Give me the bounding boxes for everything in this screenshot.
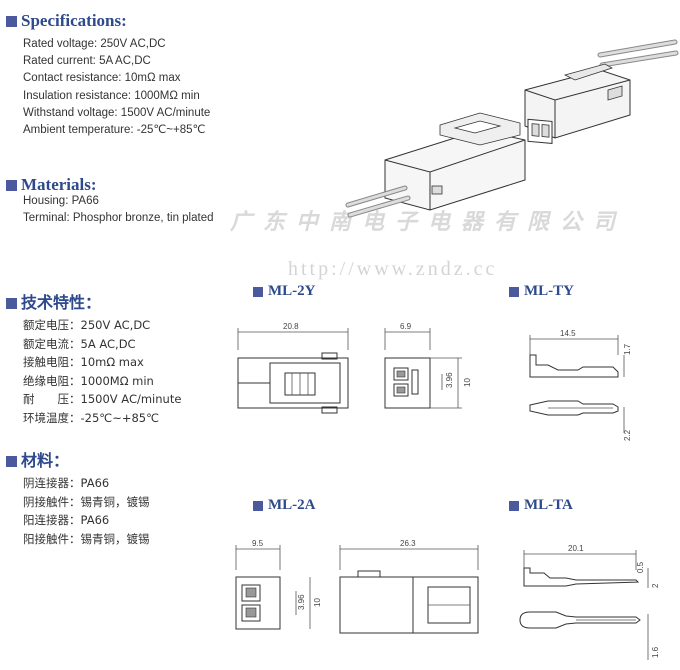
bullet-square-icon — [6, 15, 17, 27]
cn-material-item: 阳连接器：PA66 — [23, 513, 110, 527]
cn-material-item: 阴接触件：锡青铜，镀锡 — [23, 494, 150, 509]
model-mlty-name: ML-TY — [524, 283, 574, 299]
model-ml2a-name: ML-2A — [268, 497, 316, 513]
ml2a-pitch-dim: 3.96 — [297, 594, 306, 610]
cn-spec-item: 环境温度：-25℃~+85℃ — [23, 410, 160, 425]
specifications-list: Rated voltage: 250V AC,DC Rated current:… — [23, 36, 210, 139]
model-mlta-name: ML-TA — [524, 497, 573, 513]
cn-specifications-list: 额定电压：250V AC,DC 额定电流：5A AC,DC 接触电阻：10mΩ … — [23, 316, 181, 427]
connector-3d-illustration — [345, 39, 679, 218]
bullet-square-icon — [253, 500, 263, 511]
model-label-mlta: ML-TA — [509, 497, 573, 514]
materials-heading: Materials: — [6, 175, 97, 195]
cn-spec-item: 耐 压：1500V AC/minute — [23, 392, 182, 406]
cn-specifications-title: 技术特性： — [21, 293, 102, 312]
mlty-width-dim: 2.2 — [623, 429, 632, 441]
cn-spec-item: 额定电压：250V AC,DC — [23, 318, 151, 332]
bullet-square-icon — [509, 286, 519, 297]
cn-material-item: 阴连接器：PA66 — [23, 476, 110, 490]
spec-item: Rated voltage: 250V AC,DC — [23, 38, 166, 50]
ml2a-width-dim: 9.5 — [252, 539, 264, 548]
mlta-length-dim: 20.1 — [568, 544, 584, 553]
ml2y-pitch-dim: 3.96 — [445, 372, 454, 388]
spec-item: Insulation resistance: 1000MΩ min — [23, 89, 200, 102]
bullet-square-icon — [6, 455, 17, 467]
model-label-ml2y: ML-2Y — [253, 283, 316, 300]
cn-materials-list: 阴连接器：PA66 阴接触件：锡青铜，镀锡 阳连接器：PA66 阳接触件：锡青铜… — [23, 474, 150, 548]
model-label-mlty: ML-TY — [509, 283, 574, 300]
ml2y-width-dim: 6.9 — [400, 322, 412, 331]
mlta-thickness-dim: 0.5 — [636, 561, 645, 573]
bullet-square-icon — [6, 297, 17, 309]
mlty-height-dim: 1.7 — [623, 343, 632, 355]
mlty-length-dim: 14.5 — [560, 329, 576, 338]
mlta-width-dim: 2 — [651, 583, 660, 588]
ml2y-length-dim: 20.8 — [283, 322, 299, 331]
specifications-heading: Specifications: — [6, 11, 127, 31]
ml2y-height-dim: 10 — [463, 378, 472, 387]
bullet-square-icon — [253, 286, 263, 297]
material-item: Terminal: Phosphor bronze, tin plated — [23, 212, 214, 225]
specifications-title: Specifications: — [21, 11, 127, 30]
ml2a-length-dim: 26.3 — [400, 539, 416, 548]
cn-material-item: 阳接触件：锡青铜，镀锡 — [23, 531, 150, 546]
spec-item: Withstand voltage: 1500V AC/minute — [23, 106, 211, 119]
material-item: Housing: PA66 — [23, 195, 99, 207]
bullet-square-icon — [509, 500, 519, 511]
spec-item: Rated current: 5A AC,DC — [23, 55, 151, 68]
mlta-drawing: 20.1 0.5 2 1.6 — [519, 544, 660, 660]
spec-item: Contact resistance: 10mΩ max — [23, 72, 181, 85]
cn-materials-heading: 材料： — [6, 451, 69, 471]
ml2a-drawing: 9.5 3.96 10 26.3 — [235, 539, 479, 634]
materials-list: Housing: PA66 Terminal: Phosphor bronze,… — [23, 193, 214, 227]
cn-spec-item: 接触电阻：10mΩ max — [23, 355, 144, 369]
cn-spec-item: 绝缘电阻：1000MΩ min — [23, 373, 154, 388]
bullet-square-icon — [6, 179, 17, 191]
spec-item: Ambient temperature: -25℃~+85℃ — [23, 124, 206, 137]
cn-spec-item: 额定电流：5A AC,DC — [23, 336, 136, 351]
company-watermark: 广东中南电子电器有限公司 — [230, 209, 627, 235]
mlty-drawing: 14.5 1.7 2.2 — [529, 329, 632, 441]
model-label-ml2a: ML-2A — [253, 497, 316, 514]
ml2y-drawing: 20.8 6.9 3.96 10 — [237, 322, 472, 414]
cn-specifications-heading: 技术特性： — [6, 293, 101, 313]
ml2a-height-dim: 10 — [313, 598, 322, 607]
url-watermark: http://www.zndz.cc — [288, 258, 498, 280]
materials-title: Materials: — [21, 175, 97, 194]
cn-materials-title: 材料： — [21, 451, 70, 470]
model-ml2y-name: ML-2Y — [268, 283, 316, 299]
mlta-pin-dim: 1.6 — [651, 646, 660, 658]
